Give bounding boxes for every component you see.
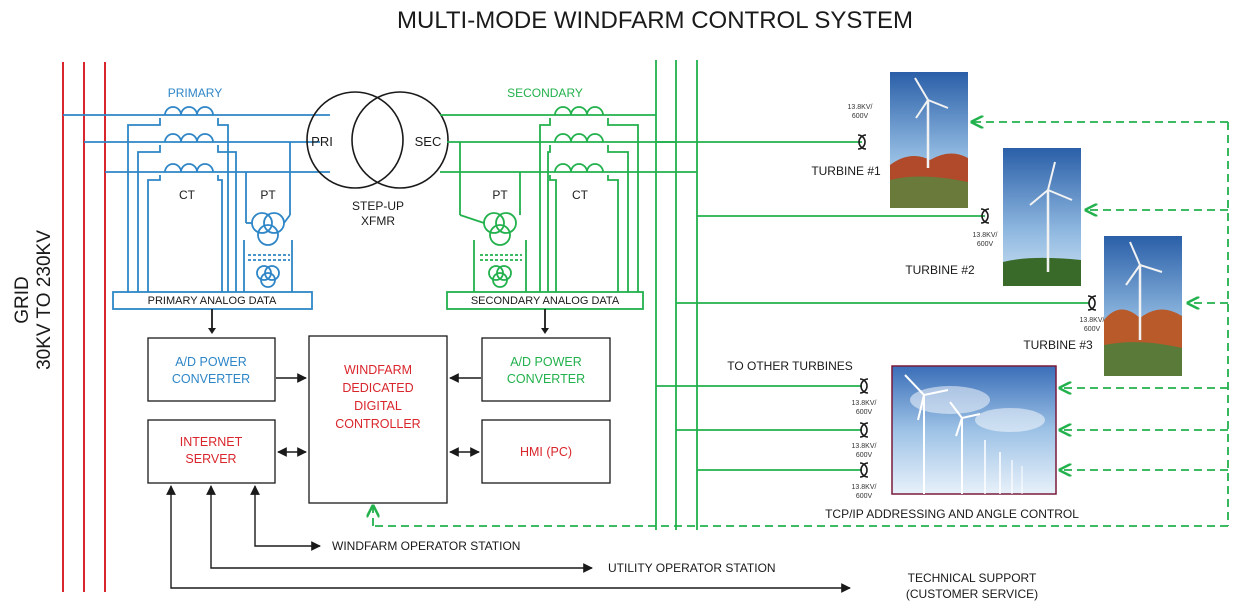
controller-line3: DIGITAL: [354, 399, 402, 413]
turbine3-rating-line2: 600V: [1084, 326, 1101, 333]
transformer-label-line1: STEP-UP: [352, 199, 404, 213]
ad-converter-primary: A/D POWER CONVERTER: [147, 337, 276, 402]
grid-label-line1: GRID: [12, 276, 33, 324]
technical-support-line1: TECHNICAL SUPPORT: [908, 571, 1037, 585]
tcpip-label: TCP/IP ADDRESSING AND ANGLE CONTROL: [825, 507, 1079, 521]
turbine1-photo: [890, 72, 968, 208]
turbine3-photo: [1104, 236, 1182, 376]
secondary-analog-label: SECONDARY ANALOG DATA: [471, 295, 620, 307]
grid-label: GRID 30KV TO 230KV: [12, 230, 55, 370]
utility-operator-station: UTILITY OPERATOR STATION: [608, 561, 776, 575]
turbine2-photo: [1003, 148, 1081, 286]
windfarm-photo: [891, 365, 1057, 495]
feeder-transformers: [857, 134, 1097, 478]
turbine2-rating-line1: 13.8KV/: [973, 232, 998, 239]
other-turbine3-rating-line1: 13.8KV/: [852, 484, 877, 491]
secondary-pt-label: PT: [492, 188, 508, 202]
ad-secondary-line1: A/D POWER: [510, 355, 582, 369]
other-turbines-label: TO OTHER TURBINES: [727, 359, 853, 373]
other-turbine1-rating-line2: 600V: [856, 409, 873, 416]
turbine3-label: TURBINE #3: [1023, 338, 1093, 352]
arrow-head: [541, 328, 549, 334]
secondary-ct-label: CT: [572, 188, 589, 202]
hmi-label: HMI (PC): [520, 445, 572, 459]
turbine2-label: TURBINE #2: [905, 263, 975, 277]
internet-server: INTERNET SERVER: [147, 419, 276, 484]
internet-line1: INTERNET: [180, 435, 243, 449]
turbine1-rating-line1: 13.8KV/: [848, 104, 873, 111]
transformer-sec-label: SEC: [415, 134, 442, 149]
transformer-pri-label: PRI: [311, 134, 333, 149]
turbine1-rating-line2: 600V: [852, 113, 869, 120]
technical-support-line2: (CUSTOMER SERVICE): [906, 587, 1038, 601]
other-turbine2-rating-line2: 600V: [856, 452, 873, 459]
diagram-title: MULTI-MODE WINDFARM CONTROL SYSTEM: [397, 7, 913, 34]
primary-pt-label: PT: [260, 188, 276, 202]
controller-line1: WINDFARM: [344, 363, 412, 377]
controller-line2: DEDICATED: [342, 381, 413, 395]
secondary-side: [440, 60, 698, 530]
other-turbine3-rating-line2: 600V: [856, 493, 873, 500]
arrow-head: [208, 328, 216, 334]
other-turbine1-rating-line1: 13.8KV/: [852, 400, 877, 407]
tcpip-control-bus: [373, 122, 1229, 527]
secondary-label: SECONDARY: [507, 86, 583, 100]
grid-bus-bars: [62, 62, 106, 592]
other-turbine2-rating-line1: 13.8KV/: [852, 443, 877, 450]
ad-converter-secondary: A/D POWER CONVERTER: [481, 337, 611, 402]
hmi-pc: HMI (PC): [481, 419, 611, 484]
ad-secondary-line2: CONVERTER: [507, 372, 585, 386]
internet-line2: SERVER: [185, 452, 236, 466]
turbine-feeders: [656, 141, 1090, 471]
primary-analog-label: PRIMARY ANALOG DATA: [148, 295, 277, 307]
grid-label-line2: 30KV TO 230KV: [34, 230, 55, 370]
transformer-label-line2: XFMR: [361, 214, 395, 228]
turbine2-rating-line2: 600V: [977, 241, 994, 248]
turbine1-label: TURBINE #1: [811, 164, 881, 178]
controller-line4: CONTROLLER: [335, 417, 420, 431]
primary-side: [63, 106, 330, 330]
primary-label: PRIMARY: [168, 86, 222, 100]
step-up-transformer: PRI SEC STEP-UP XFMR: [306, 91, 449, 228]
ad-primary-line2: CONVERTER: [172, 372, 250, 386]
windfarm-operator-station: WINDFARM OPERATOR STATION: [332, 539, 520, 553]
data-connectors: [166, 373, 851, 593]
windfarm-controller: WINDFARM DEDICATED DIGITAL CONTROLLER: [308, 335, 448, 504]
turbine3-rating-line1: 13.8KV/: [1080, 317, 1105, 324]
primary-ct-label: CT: [179, 188, 196, 202]
ad-primary-line1: A/D POWER: [175, 355, 247, 369]
